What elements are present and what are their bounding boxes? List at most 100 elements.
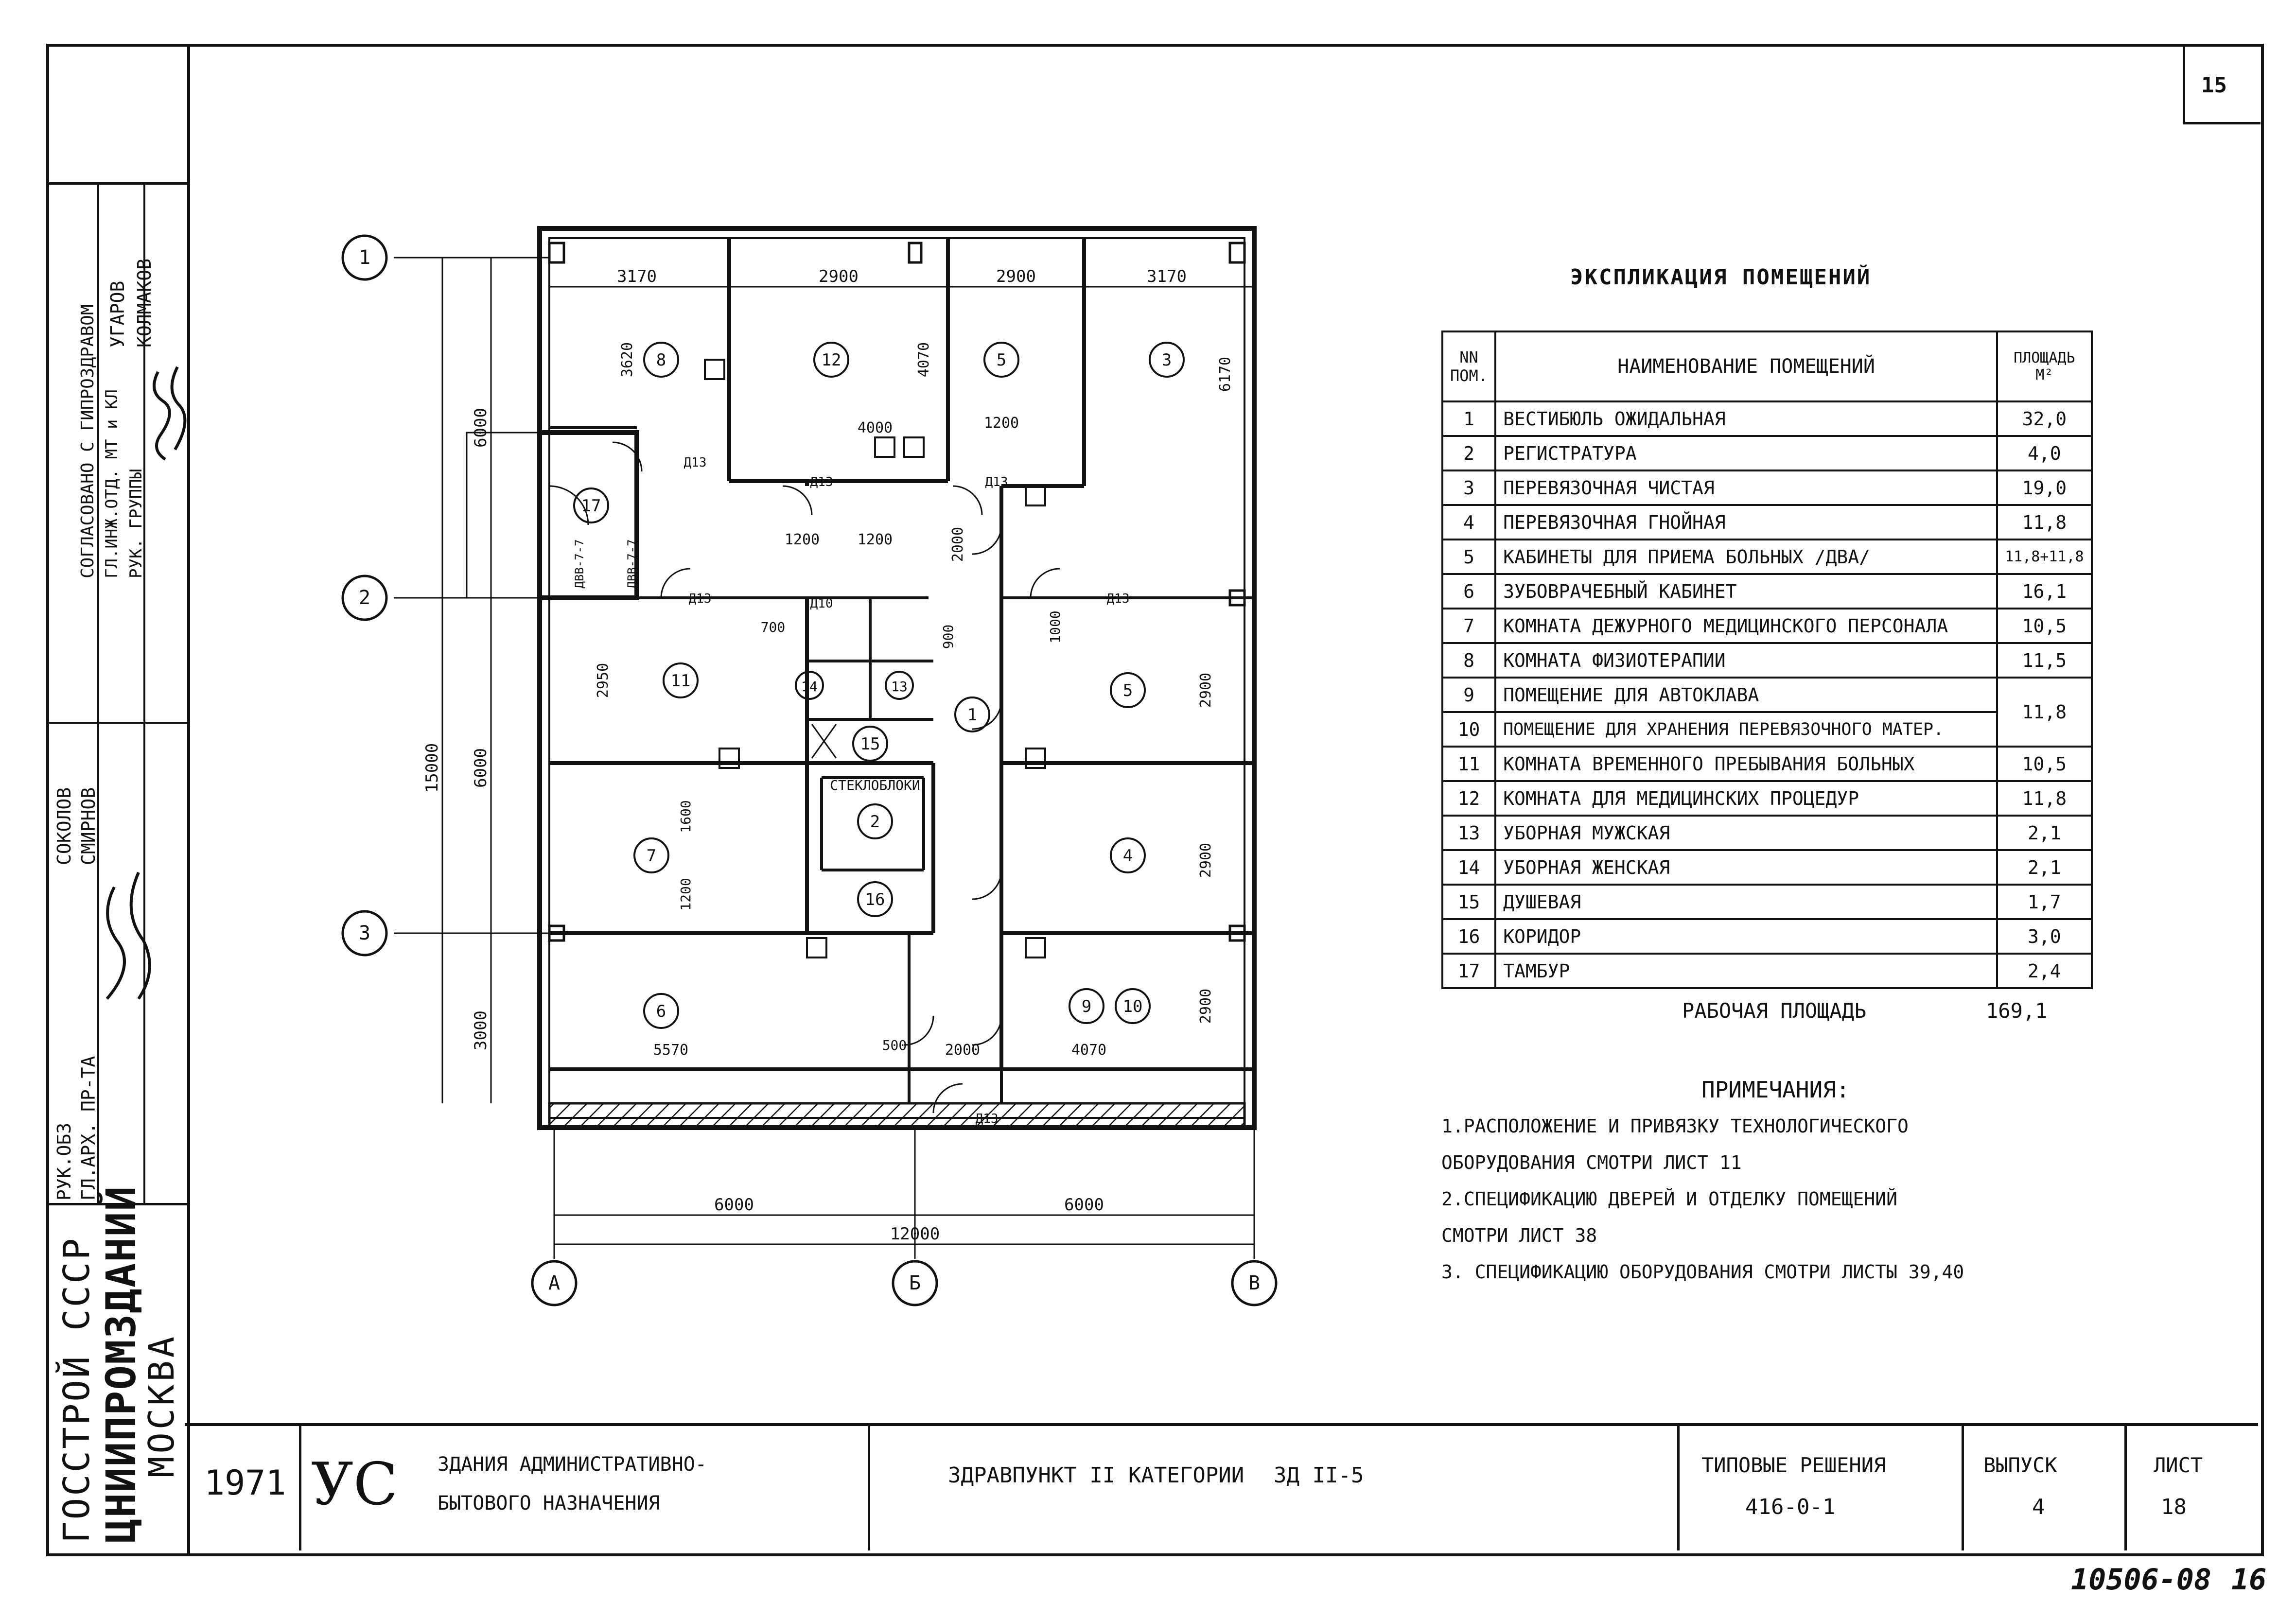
inventory-number: 10506-08 [2071,1563,2211,1597]
sheet-number: 15 [2201,73,2227,98]
drawing-frame [46,44,2264,1556]
axis-bubble-a [531,1260,578,1306]
sheet-value: 18 [2161,1495,2187,1519]
axis-label: В [1248,1272,1260,1294]
svg-text:1200: 1200 [984,415,1019,432]
glass-block-label: СТЕКЛОБЛОКИ [830,777,920,793]
svg-text:4070: 4070 [915,342,932,377]
axis-bubble-2 [341,574,388,621]
svg-text:2900: 2900 [1197,843,1214,878]
building-type-1: ЗДАНИЯ АДМИНИСТРАТИВНО- [438,1453,707,1476]
svg-text:6000: 6000 [714,1195,754,1215]
typical-code: 416-0-1 [1745,1495,1836,1519]
svg-text:Д13: Д13 [985,475,1008,489]
stamp-left-strip [46,44,190,1553]
svg-text:6000: 6000 [471,408,491,448]
explication-header-row: NN ПОМ. НАИМЕНОВАНИЕ ПОМЕЩЕНИЙ ПЛОЩАДЬ М… [1441,331,2093,402]
sheet-number-box [2183,47,2261,124]
org-city: МОСКВА [141,1333,182,1478]
svg-text:3: 3 [1162,350,1172,370]
signatures [105,366,187,1000]
svg-text:5: 5 [997,350,1006,370]
svg-text:9: 9 [1082,997,1091,1016]
svg-text:ДВВ-7-7: ДВВ-7-7 [625,539,639,588]
svg-text:4000: 4000 [858,419,893,436]
svg-text:8: 8 [656,350,666,370]
svg-text:6: 6 [656,1002,666,1021]
svg-text:2000: 2000 [949,527,966,562]
explication-table: NN ПОМ. НАИМЕНОВАНИЕ ПОМЕЩЕНИЙ ПЛОЩАДЬ М… [1441,331,2093,989]
svg-text:2900: 2900 [819,267,859,286]
axis-bubble-1 [341,234,388,281]
col-num-header: NN ПОМ. [1441,331,1497,402]
svg-text:4: 4 [1123,846,1133,866]
svg-text:16: 16 [865,890,885,909]
svg-text:Д13: Д13 [689,592,712,606]
svg-text:17: 17 [581,496,601,516]
note-line-2: ОБОРУДОВАНИЯ СМОТРИ ЛИСТ 11 [1441,1152,1742,1173]
svg-text:Д13: Д13 [976,1112,999,1126]
project-name: ЗДРАВПУНКТ II КАТЕГОРИИ [948,1463,1244,1488]
merged-area-9-10: 11,8 [1996,677,2093,748]
svg-text:Д13: Д13 [684,455,707,470]
axis-label: 1 [359,246,370,269]
explication-title: ЭКСПЛИКАЦИЯ ПОМЕЩЕНИЙ [1570,265,1872,290]
svg-text:12000: 12000 [890,1224,940,1244]
svg-text:2: 2 [870,812,880,832]
hatched-strip [548,1102,1246,1129]
note-line-5: 3. СПЕЦИФИКАЦИЮ ОБОРУДОВАНИЯ СМОТРИ ЛИСТ… [1441,1261,1964,1283]
outer-walls [537,226,1257,1130]
typical-label: ТИПОВЫЕ РЕШЕНИЯ [1701,1453,1886,1477]
svg-text:2950: 2950 [595,663,612,698]
svg-text:Д13: Д13 [810,475,833,489]
working-area-label: РАБОЧАЯ ПЛОЩАДЬ [1682,999,1867,1023]
svg-text:1: 1 [967,705,977,725]
axis-label: Б [909,1272,921,1294]
axis-label: А [548,1272,560,1294]
svg-text:5570: 5570 [653,1042,688,1059]
svg-text:2900: 2900 [1197,673,1214,708]
building-type-2: БЫТОВОГО НАЗНАЧЕНИЯ [438,1492,660,1515]
svg-text:14: 14 [801,679,818,695]
svg-text:15: 15 [860,734,880,754]
col-area-header: ПЛОЩАДЬ М² [1996,331,2093,402]
svg-text:500: 500 [882,1037,907,1053]
working-area-value: 169,1 [1986,999,2048,1023]
svg-text:3000: 3000 [471,1010,491,1050]
axis-label: 3 [359,922,370,944]
project-code: ЗД II-5 [1274,1463,1364,1488]
svg-text:15000: 15000 [422,743,442,793]
svg-text:ДВВ-7-7: ДВВ-7-7 [573,539,586,588]
svg-text:6000: 6000 [471,748,491,788]
svg-text:12: 12 [822,350,841,370]
svg-text:2900: 2900 [1197,989,1214,1024]
svg-text:1200: 1200 [858,531,893,548]
svg-text:4070: 4070 [1071,1042,1106,1059]
col-name-header: НАИМЕНОВАНИЕ ПОМЕЩЕНИЙ [1494,331,1998,402]
svg-text:Д13: Д13 [1107,592,1130,606]
svg-text:7: 7 [647,846,656,866]
svg-text:10: 10 [1123,997,1143,1016]
note-line-3: 2.СПЕЦИФИКАЦИЮ ДВЕРЕЙ И ОТДЕЛКУ ПОМЕЩЕНИ… [1441,1188,1897,1210]
stamp-series: УС [311,1451,398,1518]
note-line-4: СМОТРИ ЛИСТ 38 [1441,1225,1597,1246]
svg-text:Д10: Д10 [810,596,833,611]
issue-label: ВЫПУСК [1983,1453,2057,1477]
svg-text:700: 700 [761,619,786,635]
stamp-year: 1971 [204,1463,286,1503]
sheet-label: ЛИСТ [2154,1453,2203,1477]
svg-text:3620: 3620 [619,342,636,377]
